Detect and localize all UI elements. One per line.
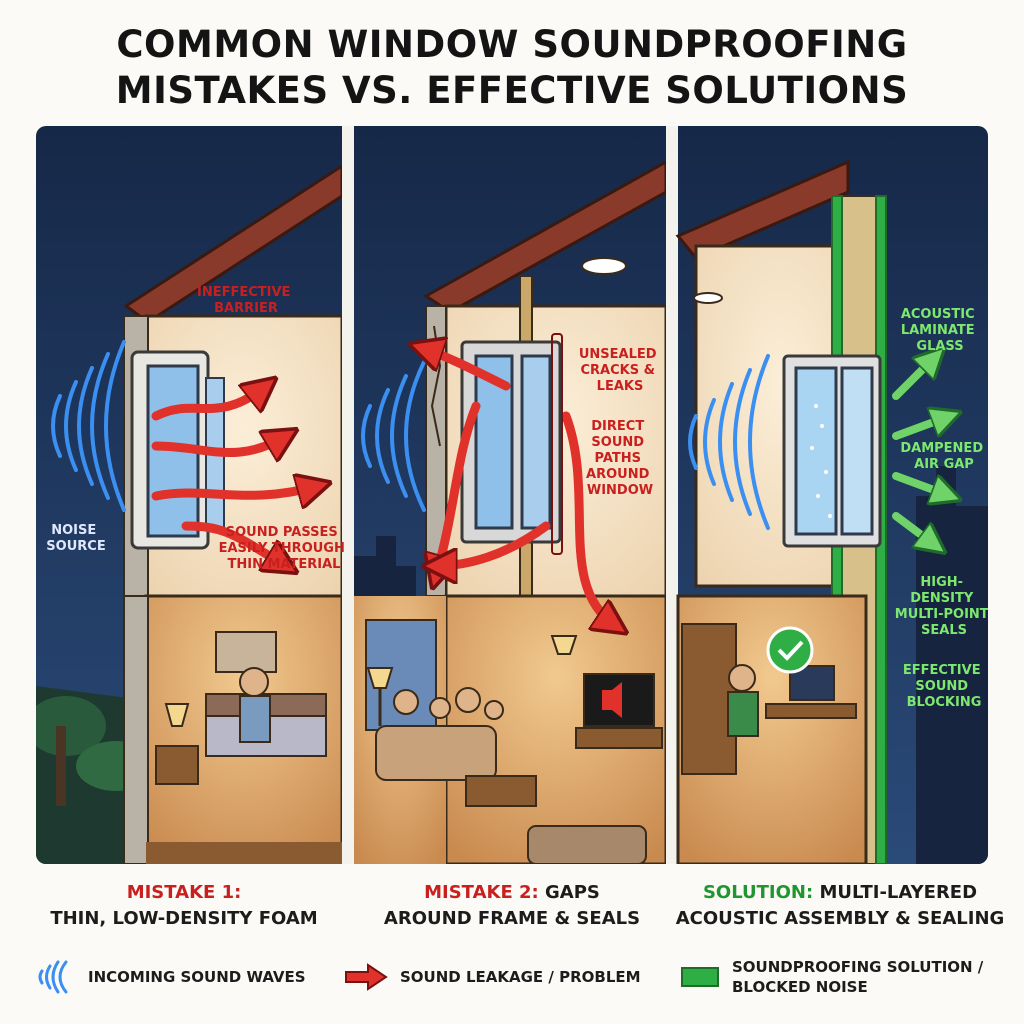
- label-dampened-air-gap: DAMPENED AIR GAP: [900, 441, 987, 472]
- panel-divider: [666, 126, 678, 864]
- caption-1-text: THIN, LOW-DENSITY FOAM: [50, 908, 318, 929]
- label-effective-blocking: EFFECTIVE SOUND BLOCKING: [903, 663, 985, 710]
- label-unsealed-cracks: UNSEALED CRACKS & LEAKS: [579, 347, 661, 394]
- panel-divider: [342, 126, 354, 864]
- legend-solution: SOUNDPROOFING SOLUTION / BLOCKED NOISE: [680, 952, 983, 1002]
- panel-mistake-1: [36, 126, 344, 864]
- caption-2-prefix: MISTAKE 2:: [424, 882, 539, 903]
- label-ineffective-barrier: INEFFECTIVE BARRIER: [197, 285, 295, 316]
- label-acoustic-glass: ACOUSTIC LAMINATE GLASS: [901, 307, 979, 354]
- caption-3-text-2: ACOUSTIC ASSEMBLY & SEALING: [675, 908, 1005, 929]
- caption-3-text-1: MULTI-LAYERED: [819, 882, 978, 903]
- caption-3-prefix: SOLUTION:: [702, 882, 814, 903]
- leak-arrow-outline: [551, 333, 563, 555]
- blocked-arrows-panel-3: [892, 356, 950, 546]
- caption-solution: SOLUTION: MULTI-LAYERED ACOUSTIC ASSEMBL…: [672, 880, 1008, 932]
- legend-solution-label-2: BLOCKED NOISE: [732, 978, 868, 996]
- sound-waves-panel-3: [688, 354, 770, 530]
- page-title: COMMON WINDOW SOUNDPROOFING MISTAKES VS.…: [0, 22, 1024, 114]
- title-line-1: COMMON WINDOW SOUNDPROOFING: [116, 23, 908, 66]
- leak-arrows-panel-2: [422, 348, 616, 626]
- title-line-2: MISTAKES VS. EFFECTIVE SOLUTIONS: [115, 69, 909, 112]
- caption-mistake-2: MISTAKE 2: GAPS AROUND FRAME & SEALS: [352, 880, 672, 932]
- label-multi-point-seals: HIGH- DENSITY MULTI-POINT SEALS: [895, 575, 988, 638]
- label-sound-passes: SOUND PASSES EASILY THROUGH THIN MATERIA…: [219, 525, 350, 572]
- red-arrow-icon: [345, 963, 388, 991]
- label-direct-sound-paths: DIRECT SOUND PATHS AROUND WINDOW: [586, 419, 654, 498]
- sound-waves-panel-1: [51, 340, 126, 512]
- legend-leakage-label: SOUND LEAKAGE / PROBLEM: [400, 968, 641, 986]
- legend-leakage: SOUND LEAKAGE / PROBLEM: [344, 952, 641, 1002]
- sound-waves-panel-2: [361, 360, 426, 512]
- caption-2-text-1: GAPS: [545, 882, 600, 903]
- caption-2-text-2: AROUND FRAME & SEALS: [383, 908, 641, 929]
- caption-mistake-1: MISTAKE 1: THIN, LOW-DENSITY FOAM: [24, 880, 344, 932]
- sound-waves-icon: [38, 960, 68, 994]
- illustration: INEFFECTIVE BARRIER NOISE SOURCE SOUND P…: [36, 126, 988, 864]
- caption-1-prefix: MISTAKE 1:: [126, 882, 242, 903]
- green-square-icon: [681, 967, 719, 987]
- label-noise-source: NOISE SOURCE: [46, 523, 105, 554]
- leak-arrows-panel-1: [151, 386, 318, 566]
- legend-sound-waves-label: INCOMING SOUND WAVES: [88, 968, 306, 986]
- legend-solution-label-1: SOUNDPROOFING SOLUTION /: [732, 958, 984, 976]
- legend-sound-waves: INCOMING SOUND WAVES: [36, 952, 306, 1002]
